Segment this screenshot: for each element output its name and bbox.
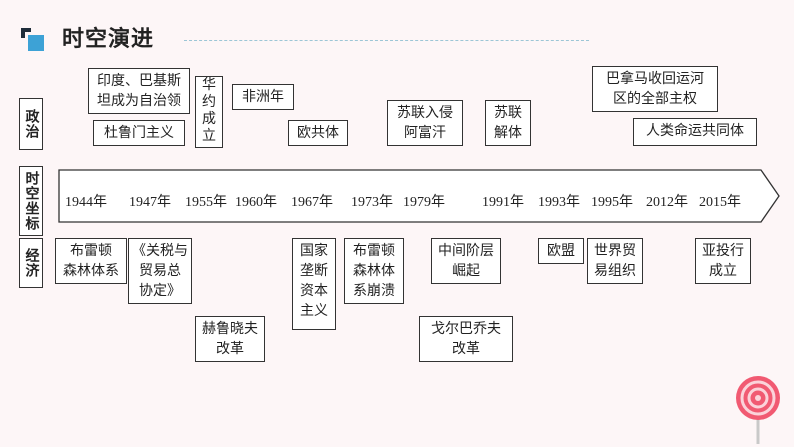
timeline-arrow xyxy=(58,169,780,223)
lollipop-icon xyxy=(736,376,780,444)
event-economy: 亚投行 成立 xyxy=(695,238,751,284)
corner-bracket-icon xyxy=(21,28,44,51)
year-label: 1979年 xyxy=(403,195,445,210)
label-politics: 政治 xyxy=(19,98,43,150)
page-title: 时空演进 xyxy=(62,27,155,52)
year-label: 1944年 xyxy=(65,195,107,210)
event-economy: 赫鲁晓夫 改革 xyxy=(195,316,265,362)
event-politics: 印度、巴基斯 坦成为自治领 xyxy=(88,68,190,114)
event-economy: 《关税与 贸易总 协定》 xyxy=(128,238,192,304)
year-label: 2012年 xyxy=(646,195,688,210)
event-politics: 非洲年 xyxy=(232,84,294,110)
event-politics: 华 约 成 立 xyxy=(195,76,223,148)
year-label: 1955年 xyxy=(185,195,227,210)
event-economy: 中间阶层 崛起 xyxy=(431,238,501,284)
label-economy: 经济 xyxy=(19,238,43,288)
year-label: 2015年 xyxy=(699,195,741,210)
event-economy: 布雷顿 森林体 系崩溃 xyxy=(344,238,404,304)
event-politics: 苏联入侵 阿富汗 xyxy=(387,100,463,146)
year-label: 1995年 xyxy=(591,195,633,210)
year-label: 1991年 xyxy=(482,195,524,210)
event-politics: 苏联 解体 xyxy=(485,100,531,146)
event-economy: 戈尔巴乔夫 改革 xyxy=(419,316,513,362)
year-label: 1973年 xyxy=(351,195,393,210)
year-label: 1960年 xyxy=(235,195,277,210)
event-politics: 巴拿马收回运河 区的全部主权 xyxy=(592,66,718,112)
event-politics: 人类命运共同体 xyxy=(633,118,757,146)
year-label: 1967年 xyxy=(291,195,333,210)
event-economy: 国家 垄断 资本 主义 xyxy=(292,238,336,330)
event-economy: 布雷顿 森林体系 xyxy=(55,238,127,284)
event-economy: 世界贸 易组织 xyxy=(587,238,643,284)
event-politics: 欧共体 xyxy=(288,120,348,146)
year-label: 1993年 xyxy=(538,195,580,210)
title-divider xyxy=(184,40,589,41)
label-timeline-axis: 时空坐标 xyxy=(19,166,43,236)
year-label: 1947年 xyxy=(129,195,171,210)
event-economy: 欧盟 xyxy=(538,238,584,264)
event-politics: 杜鲁门主义 xyxy=(93,120,185,146)
